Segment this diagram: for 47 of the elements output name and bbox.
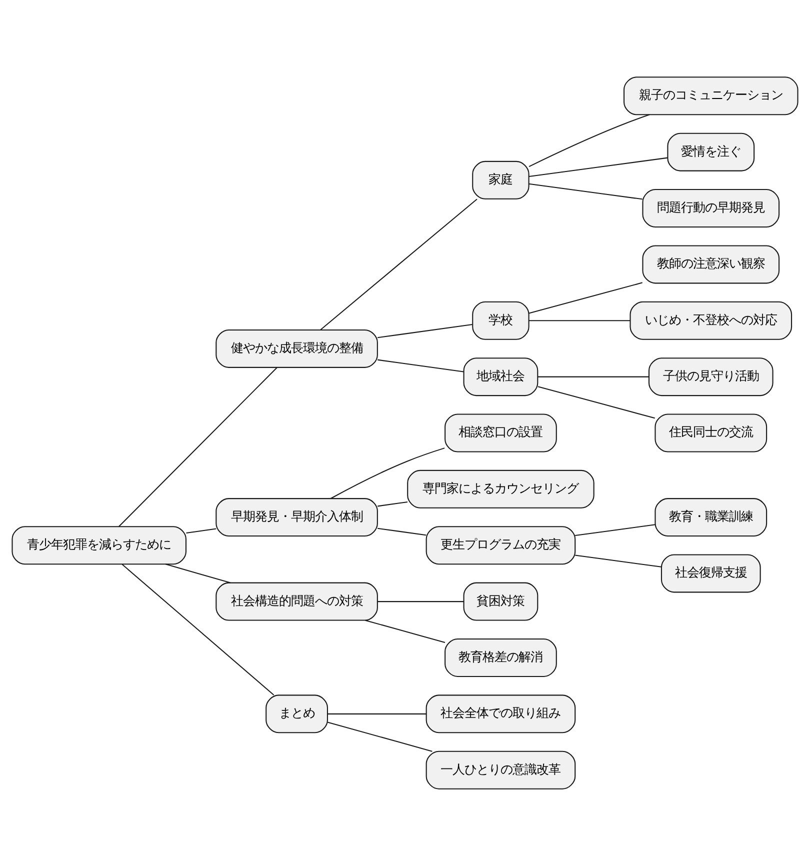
node-box: 問題行動の早期発見 — [642, 188, 780, 228]
connector — [165, 563, 231, 583]
node-box: 教師の注意深い観察 — [642, 244, 780, 284]
node-box: 社会構造的問題への対策 — [216, 582, 378, 620]
node-box: 教育格差の解消 — [444, 638, 557, 676]
node-box: いじめ・不登校への対応 — [630, 300, 792, 340]
connector — [186, 528, 216, 534]
connector — [528, 114, 650, 166]
connector — [118, 366, 278, 526]
node-box: 親子のコミュニケーション — [624, 76, 798, 115]
node-box: 更生プログラムの充実 — [426, 526, 576, 564]
node-box: 専門家によるカウンセリング — [407, 469, 594, 508]
node-box: 早期発見・早期介入体制 — [216, 498, 378, 536]
connector — [378, 501, 408, 506]
node-box: 教育・職業訓練 — [654, 498, 768, 536]
connector — [365, 619, 446, 643]
node-box: 相談窓口の設置 — [444, 413, 557, 452]
node-box: 学校 — [472, 300, 530, 340]
connector — [528, 282, 642, 314]
node-box: 地域社会 — [463, 357, 538, 396]
node-box: 家庭 — [472, 160, 530, 199]
connector — [378, 358, 464, 372]
node-box: 貧困対策 — [463, 582, 538, 620]
connector — [528, 320, 630, 321]
connector — [330, 447, 445, 498]
node-box: 青少年犯罪を減らすために — [12, 526, 186, 564]
node-box: 社会復帰支援 — [660, 554, 761, 592]
connector — [528, 156, 668, 177]
node-box: 健やかな成長環境の整備 — [216, 328, 378, 368]
connector — [378, 527, 426, 536]
connector — [378, 323, 472, 338]
connector — [122, 563, 274, 695]
connector — [575, 524, 656, 536]
node-box: 子供の見守り活動 — [648, 357, 774, 396]
connector — [328, 712, 426, 714]
node-box: まとめ — [266, 694, 328, 733]
node-box: 愛情を注ぐ — [667, 132, 755, 171]
connector — [538, 376, 649, 377]
connector — [575, 554, 662, 567]
node-box: 社会全体での取り組み — [426, 694, 576, 733]
connector — [378, 600, 464, 602]
node-box: 住民同士の交流 — [654, 413, 768, 452]
connector — [538, 386, 655, 418]
connector — [320, 198, 478, 330]
connector — [327, 721, 432, 752]
connector — [528, 182, 642, 200]
node-box: 一人ひとりの意識改革 — [426, 750, 576, 789]
